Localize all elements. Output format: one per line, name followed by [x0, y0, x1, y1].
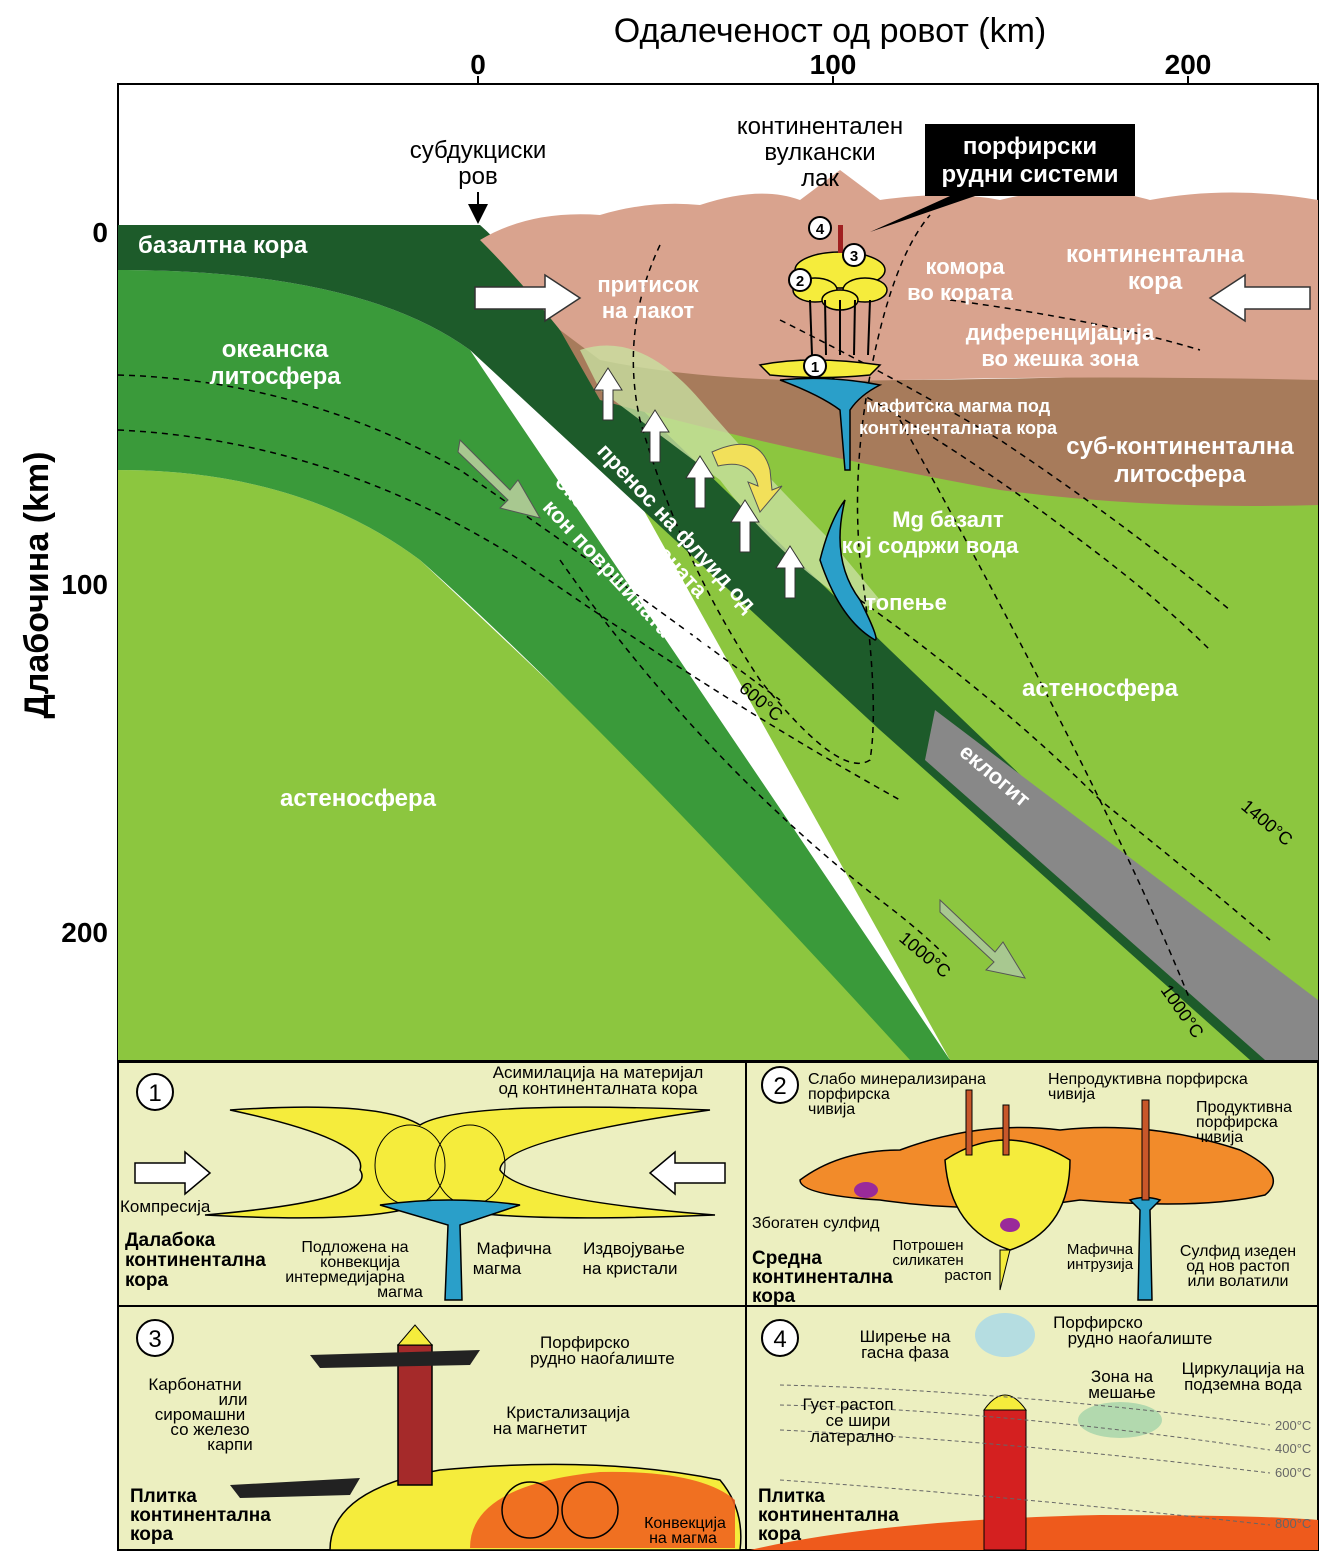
p2-prod-3: чивија: [1196, 1129, 1243, 1146]
p1-mafic-1: Мафична: [477, 1239, 553, 1258]
asthenosphere-left-label: астеносфера: [280, 785, 437, 812]
arc-label-2: вулкански: [764, 139, 875, 166]
p4-t600: 600°C: [1275, 1465, 1311, 1480]
oceanic-litho-label-1: океанска: [222, 336, 329, 363]
svg-text:1: 1: [811, 359, 819, 376]
p1-mafic-2: магма: [473, 1259, 522, 1278]
chamber-label-1: комора: [926, 254, 1006, 279]
cont-crust-label-1: континентална: [1066, 241, 1245, 268]
p4-mix-2: мешање: [1088, 1383, 1156, 1402]
trench-label-1: субдукциски: [410, 137, 547, 164]
left-tick-200: 200: [61, 917, 108, 948]
top-axis-title: Одалеченост од ровот (km): [614, 12, 1047, 50]
p2-weak-3: чивија: [808, 1101, 855, 1118]
p4-deposit-2: рудно наоѓалиште: [1068, 1329, 1213, 1348]
panel-2-number: 2: [773, 1073, 786, 1100]
p4-t200: 200°C: [1275, 1418, 1311, 1433]
panel-4-number: 4: [773, 1326, 786, 1353]
p3-deposit-2: рудно наоѓалиште: [530, 1349, 675, 1368]
p2-unprod-2: чивија: [1048, 1086, 1095, 1103]
porphyry-callout-2: рудни системи: [942, 161, 1119, 188]
top-tick-100: 100: [810, 49, 857, 80]
arc-label-1: континентален: [737, 113, 903, 140]
p2-mid-1: Средна: [752, 1248, 822, 1269]
p2-eaten-3: или волатили: [1188, 1273, 1289, 1290]
left-axis-title: Длабочина (km): [18, 452, 56, 719]
trench-label-2: ров: [458, 163, 497, 190]
p1-assim-2: од континенталната кора: [499, 1079, 698, 1098]
svg-text:2: 2: [796, 273, 804, 290]
porphyry-callout-1: порфирски: [963, 133, 1097, 160]
left-tick-0: 0: [92, 217, 108, 248]
p1-deep-2: континентална: [125, 1250, 266, 1271]
melting-label: топење: [865, 590, 947, 615]
p1-under-4: магма: [377, 1284, 423, 1301]
svg-text:4: 4: [816, 221, 825, 238]
panel-3-number: 3: [148, 1326, 161, 1353]
p2-sulfide: Збогатен сулфид: [752, 1215, 880, 1232]
p4-gas-2: гасна фаза: [861, 1343, 949, 1362]
subcont-label-2: литосфера: [1114, 461, 1246, 488]
top-tick-0: 0: [470, 49, 486, 80]
mg-basalt-label-2: кој содржи вода: [842, 533, 1019, 558]
svg-text:3: 3: [850, 248, 858, 265]
p3-magnetite-2: на магнетит: [493, 1419, 587, 1438]
top-tick-200: 200: [1165, 49, 1212, 80]
p2-mid-3: кора: [752, 1286, 795, 1307]
p3-shallow-2: континентална: [130, 1505, 271, 1526]
marker-1: 1: [804, 355, 826, 377]
arc-push-label-2: на лакот: [602, 298, 694, 323]
marker-4: 4: [809, 217, 831, 239]
p4-circ-2: подземна вода: [1184, 1375, 1302, 1394]
basalt-crust-label: базалтна кора: [138, 232, 308, 259]
oceanic-litho-label-2: литосфера: [209, 363, 341, 390]
mafic-magma-label-1: мафитска магма под: [866, 396, 1051, 416]
p2-intrus-2: интрузија: [1067, 1256, 1134, 1273]
subcont-label-1: суб-континентална: [1066, 433, 1294, 460]
differentiation-label-2: во жешка зона: [981, 346, 1139, 371]
arc-push-label-1: притисок: [597, 272, 699, 297]
differentiation-label-1: диференцијација: [966, 320, 1155, 345]
p1-deep-1: Далабока: [125, 1230, 216, 1251]
p1-sep-1: Издвојување: [583, 1239, 685, 1258]
p3-shallow-3: кора: [130, 1524, 173, 1545]
mg-basalt-label-1: Mg базалт: [892, 507, 1004, 532]
p3-rocks-5: карпи: [207, 1435, 252, 1454]
asthenosphere-right-label: астеносфера: [1022, 675, 1179, 702]
p4-shallow-1: Плитка: [758, 1486, 825, 1507]
p2-spent-3: растоп: [944, 1267, 991, 1284]
p3-shallow-1: Плитка: [130, 1486, 197, 1507]
mafic-magma-label-2: континенталната кора: [859, 418, 1058, 438]
p1-sep-2: на кристали: [583, 1259, 678, 1278]
cont-crust-label-2: кора: [1128, 268, 1183, 295]
p4-dense-3: латерално: [810, 1427, 894, 1446]
p3-conv-2: на магма: [649, 1530, 717, 1547]
arc-label-3: лак: [801, 165, 839, 192]
p2-mid-2: континентална: [752, 1267, 893, 1288]
panel-1-number: 1: [148, 1080, 161, 1107]
chamber-label-2: во кората: [907, 280, 1013, 305]
p1-deep-3: кора: [125, 1270, 168, 1291]
p4-shallow-2: континентална: [758, 1505, 899, 1526]
p4-t800: 800°C: [1275, 1516, 1311, 1531]
marker-2: 2: [789, 269, 811, 291]
p4-shallow-3: кора: [758, 1524, 801, 1545]
left-tick-100: 100: [61, 569, 108, 600]
p4-t400: 400°C: [1275, 1441, 1311, 1456]
marker-3: 3: [843, 244, 865, 266]
p1-compression: Компресија: [120, 1197, 211, 1216]
